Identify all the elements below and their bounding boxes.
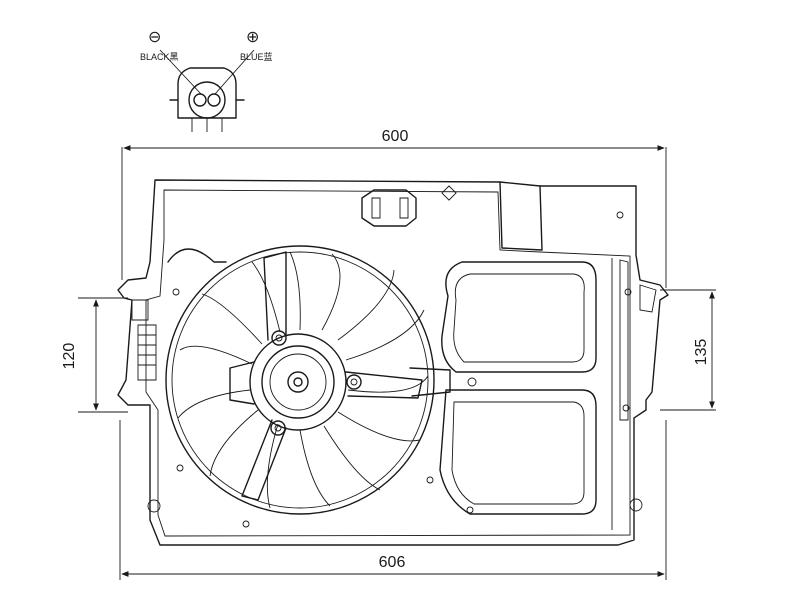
- fan-blade: [201, 293, 263, 345]
- fan-blade: [345, 309, 425, 361]
- support-arm-bottom: [241, 419, 287, 501]
- left-height-label: 120: [61, 343, 78, 370]
- top-width-label: 600: [382, 128, 409, 145]
- fan-blade: [299, 429, 331, 507]
- fan-shroud: [117, 179, 669, 546]
- mount-hole: [147, 499, 161, 513]
- fan: [165, 245, 435, 515]
- left-mount-tab: [131, 299, 149, 321]
- right-side-ribs: [611, 258, 629, 530]
- shroud-outline: [117, 179, 669, 546]
- motor-cap: [269, 353, 327, 411]
- connector-detail: ⊖ ⊕ BLACK黑 BLUE蓝: [140, 29, 273, 132]
- shroud-top-box: [499, 181, 543, 251]
- motor-shaft: [287, 371, 309, 393]
- fan-blade: [337, 269, 395, 341]
- shroud-inner-outline: [145, 189, 631, 537]
- fan-blade: [289, 251, 301, 331]
- motor-strut: [409, 367, 451, 397]
- negative-terminal-symbol: ⊖: [148, 29, 161, 46]
- mount-hole: [629, 498, 643, 512]
- fan-blade: [321, 253, 341, 331]
- left-rib-lines: [138, 334, 156, 366]
- negative-pin: [193, 93, 207, 107]
- hub-bolt-center: [350, 378, 358, 386]
- connector-housing: [177, 67, 237, 119]
- connector-wires: [191, 118, 223, 132]
- fan-blade: [337, 411, 421, 442]
- fan-blade: [251, 261, 281, 333]
- motor-housing-outer: [249, 333, 347, 431]
- support-arm-right: [345, 371, 423, 399]
- fan-blades: [177, 251, 429, 509]
- negative-wire-label: BLACK黑: [140, 52, 179, 62]
- mount-hole: [242, 520, 250, 528]
- positive-leader-line: [214, 49, 255, 95]
- fan-blade: [209, 409, 259, 477]
- hub-bolt: [271, 330, 287, 346]
- positive-wire-label: BLUE蓝: [240, 51, 273, 62]
- lower-vent-window: [439, 389, 597, 515]
- lower-vent-inner: [451, 401, 585, 505]
- connector-holder-slots: [371, 197, 409, 219]
- upper-vent-inner: [453, 273, 585, 363]
- hub-bolt: [346, 374, 362, 390]
- mount-hole: [176, 464, 184, 472]
- fan-blade: [177, 389, 251, 419]
- dimension-left: 120: [61, 297, 128, 413]
- motor-housing: [261, 345, 335, 419]
- mount-hole: [466, 506, 474, 514]
- right-height-label: 135: [693, 339, 710, 366]
- support-arm-left: [229, 361, 255, 405]
- hub-bolt-center: [274, 424, 282, 432]
- dimension-right: 135: [660, 289, 716, 411]
- fan-blade: [347, 375, 429, 393]
- mount-hole: [624, 288, 632, 296]
- motor-shaft-center: [293, 377, 303, 387]
- fan-blade: [323, 425, 381, 491]
- left-rib: [137, 324, 157, 381]
- fan-blade: [179, 345, 253, 365]
- shroud-marker: [441, 185, 457, 201]
- mount-hole: [622, 404, 630, 412]
- positive-terminal-symbol: ⊕: [246, 29, 259, 46]
- mount-hole: [467, 377, 477, 387]
- hub-bolt-center: [275, 334, 283, 342]
- mount-hole: [616, 211, 624, 219]
- positive-pin: [207, 93, 221, 107]
- hub-bolt: [270, 420, 286, 436]
- upper-vent-window: [441, 261, 597, 373]
- mount-hole: [426, 476, 434, 484]
- fan-blade: [266, 423, 279, 509]
- shroud-left-curve: [167, 248, 227, 263]
- mount-hole: [172, 288, 180, 296]
- dimension-top: 600: [121, 128, 667, 288]
- fan-ring-inner: [171, 251, 429, 509]
- dimension-bottom: 606: [119, 420, 667, 580]
- bottom-width-label: 606: [379, 554, 406, 571]
- support-arm-top: [263, 251, 287, 341]
- right-mount-tab: [639, 284, 657, 313]
- connector-holder: [361, 189, 417, 227]
- fan-ring-outer: [165, 245, 435, 515]
